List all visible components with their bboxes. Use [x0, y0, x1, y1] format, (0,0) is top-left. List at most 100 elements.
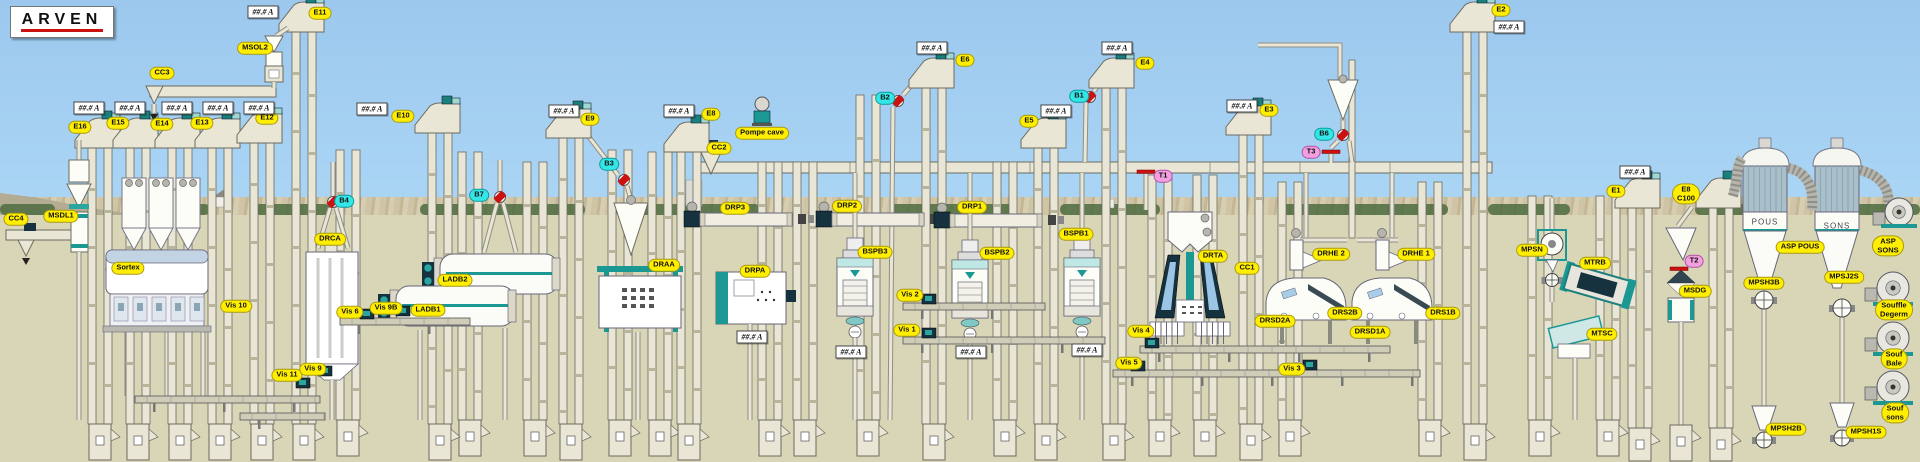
tag-e2[interactable]: E2 — [1491, 3, 1511, 17]
tag-vis-3[interactable]: Vis 3 — [1278, 362, 1306, 376]
tag-mpsh1s[interactable]: MPSH1S — [1845, 425, 1887, 439]
tag-t1[interactable]: T1 — [1153, 169, 1173, 183]
elevator-e3[interactable] — [1225, 97, 1272, 461]
machine-sortex[interactable] — [102, 249, 212, 333]
tag-sortex[interactable]: Sortex — [111, 261, 145, 275]
elevator-e6[interactable] — [908, 50, 955, 461]
filter-pous[interactable] — [1740, 137, 1790, 289]
tag-vis-4[interactable]: Vis 4 — [1127, 324, 1155, 338]
machine-mtsc[interactable] — [1547, 315, 1605, 420]
elevator-boot[interactable] — [1463, 423, 1496, 461]
conveyor-motor[interactable] — [1144, 337, 1160, 349]
tag-souffle-degerm[interactable]: Souffle Degerm — [1875, 299, 1913, 321]
conveyor-motor[interactable] — [921, 327, 937, 339]
elevator-boot[interactable] — [559, 423, 592, 461]
elevator-boot[interactable] — [1102, 423, 1135, 461]
screw-drp3[interactable] — [683, 201, 814, 228]
tag-e10[interactable]: E10 — [391, 109, 415, 123]
tag-e8[interactable]: E8 — [701, 107, 721, 121]
conveyor-vis1[interactable] — [902, 336, 1106, 353]
tag-mpsh3b[interactable]: MPSH3B — [1743, 276, 1785, 290]
tag-bspb1[interactable]: BSPB1 — [1058, 227, 1094, 241]
slide-gate-t3[interactable] — [1321, 149, 1341, 154]
tag-e3[interactable]: E3 — [1259, 103, 1279, 117]
tag-cc3[interactable]: CC3 — [149, 66, 175, 80]
elevator-boot[interactable] — [523, 419, 556, 457]
elevator-boot[interactable] — [1239, 423, 1272, 461]
tag-vis-2[interactable]: Vis 2 — [896, 288, 924, 302]
conveyor-vis-sortex[interactable] — [134, 395, 321, 412]
tag-mpsn[interactable]: MPSN — [1516, 243, 1548, 257]
separator-msdg[interactable] — [1665, 227, 1702, 462]
tag-e9[interactable]: E9 — [580, 112, 600, 126]
tag-drsd2a[interactable]: DRSD2A — [1254, 314, 1296, 328]
tag-b2[interactable]: B2 — [875, 91, 895, 105]
elevator-boot[interactable] — [88, 423, 121, 461]
machine-draa[interactable] — [597, 266, 683, 420]
valve-b2[interactable] — [891, 94, 905, 108]
tag-mpsj2s[interactable]: MPSJ2S — [1824, 270, 1864, 284]
tag-vis-11[interactable]: Vis 11 — [271, 368, 303, 382]
tag-drta[interactable]: DRTA — [1197, 249, 1229, 263]
elevator-boot[interactable] — [648, 419, 681, 457]
elevator-boot[interactable] — [793, 419, 826, 457]
conveyor-cc3[interactable] — [145, 85, 277, 121]
elevator-e2[interactable] — [1449, 0, 1496, 461]
elevator-e4[interactable] — [1088, 50, 1135, 461]
tag-drp1[interactable]: DRP1 — [956, 200, 988, 214]
elevator-boot[interactable] — [1628, 427, 1661, 462]
tag-b7[interactable]: B7 — [469, 188, 489, 202]
tag-e16[interactable]: E16 — [68, 120, 92, 134]
tag-asp-sons[interactable]: ASP SONS — [1872, 235, 1904, 257]
tag-vis-1[interactable]: Vis 1 — [893, 323, 921, 337]
tag-cc2[interactable]: CC2 — [706, 141, 732, 155]
tag-vis-9b[interactable]: Vis 9B — [369, 301, 403, 315]
valve-b6[interactable] — [1336, 128, 1350, 142]
fan-sons-aspiration[interactable] — [1872, 197, 1917, 228]
elevator-boot[interactable] — [1418, 419, 1451, 457]
valve-b7[interactable] — [493, 190, 507, 204]
tag-drca[interactable]: DRCA — [314, 232, 346, 246]
tag-drpa[interactable]: DRPA — [739, 264, 771, 278]
elevator-boot[interactable] — [993, 419, 1026, 457]
machine-bspb1[interactable] — [1063, 173, 1101, 420]
elevator-boot[interactable] — [1528, 419, 1561, 457]
elevator-boot[interactable] — [1709, 427, 1742, 462]
tag-drhe-2[interactable]: DRHE 2 — [1312, 247, 1350, 261]
tag-cc4[interactable]: CC4 — [3, 212, 29, 226]
separator-msol2[interactable] — [264, 25, 290, 88]
tag-drp2[interactable]: DRP2 — [831, 199, 863, 213]
machine-bspb3[interactable] — [836, 173, 874, 420]
elevator-boot[interactable] — [608, 419, 641, 457]
conveyor-vis6[interactable] — [339, 317, 471, 334]
elevator-boot[interactable] — [250, 423, 283, 461]
tag-e6[interactable]: E6 — [955, 53, 975, 67]
elevator-boot[interactable] — [1034, 423, 1067, 461]
rotary-valve[interactable] — [1541, 273, 1563, 287]
tag-e14[interactable]: E14 — [150, 117, 174, 131]
tag-e5[interactable]: E5 — [1019, 114, 1039, 128]
rotary-valve[interactable] — [1752, 431, 1776, 449]
elevator-boot[interactable] — [1193, 419, 1226, 457]
tag-draa[interactable]: DRAA — [648, 258, 680, 272]
tag-drhe-1[interactable]: DRHE 1 — [1397, 247, 1435, 261]
tag-b6[interactable]: B6 — [1314, 127, 1334, 141]
conveyor-vis-lower[interactable] — [239, 412, 326, 429]
elevator-boot[interactable] — [292, 423, 325, 461]
machine-drhe2[interactable] — [1265, 173, 1347, 344]
tag-mpsh2b[interactable]: MPSH2B — [1765, 422, 1807, 436]
elevator-boot[interactable] — [677, 423, 710, 461]
valve-b3[interactable] — [617, 173, 631, 187]
tag-msdg[interactable]: MSDG — [1678, 284, 1712, 298]
tag-drp3[interactable]: DRP3 — [719, 201, 751, 215]
tag-cc1[interactable]: CC1 — [1234, 261, 1260, 275]
tag-msol2[interactable]: MSOL2 — [237, 41, 273, 55]
elevator-boot[interactable] — [336, 419, 369, 457]
tag-b1[interactable]: B1 — [1069, 89, 1089, 103]
elevator-boot[interactable] — [758, 419, 791, 457]
tag-t2[interactable]: T2 — [1684, 254, 1704, 268]
elevator-e11[interactable] — [278, 0, 325, 461]
conveyor-vis2[interactable] — [902, 302, 1046, 319]
rotary-valve[interactable] — [1829, 298, 1855, 318]
separator-msdl1[interactable] — [66, 140, 92, 420]
